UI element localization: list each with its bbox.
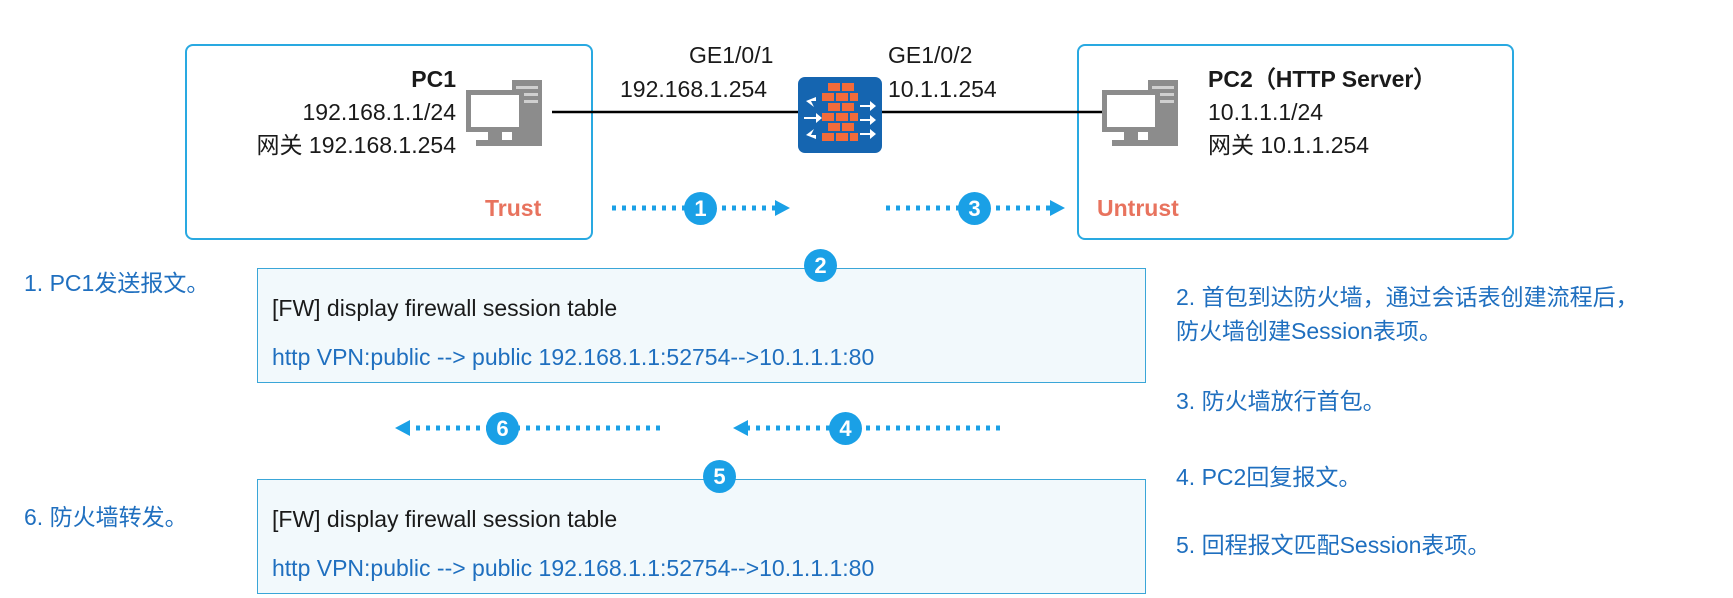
pc2-name: PC2（HTTP Server） bbox=[1208, 66, 1437, 92]
pc1-ip: 192.168.1.1/24 bbox=[302, 99, 456, 125]
trust-zone-label: Trust bbox=[485, 195, 542, 221]
arrow-1-head bbox=[775, 200, 790, 216]
port1-ip: 192.168.1.254 bbox=[620, 76, 768, 102]
session-table-box-2: [FW] display firewall session table http… bbox=[257, 479, 1146, 594]
step-marker-6: 6 bbox=[486, 412, 519, 445]
port1-name: GE1/0/1 bbox=[689, 42, 774, 68]
arrow-6-head bbox=[395, 420, 410, 436]
session-table-box-1: [FW] display firewall session table http… bbox=[257, 268, 1146, 383]
step-2-text-line1: 2. 首包到达防火墙，通过会话表创建流程后， bbox=[1176, 284, 1639, 310]
firewall-icon bbox=[798, 77, 882, 153]
step-marker-3: 3 bbox=[958, 192, 991, 225]
port2-name: GE1/0/2 bbox=[888, 42, 973, 68]
pc2-ip: 10.1.1.1/24 bbox=[1208, 99, 1324, 125]
step-marker-4: 4 bbox=[829, 412, 862, 445]
arrow-3-head bbox=[1050, 200, 1065, 216]
pc2-computer-icon bbox=[1102, 80, 1192, 150]
pc1-name: PC1 bbox=[411, 66, 456, 92]
step-5-text: 5. 回程报文匹配Session表项。 bbox=[1176, 532, 1491, 558]
port2-ip: 10.1.1.254 bbox=[888, 76, 997, 102]
session-entry-2: http VPN:public --> public 192.168.1.1:5… bbox=[272, 555, 875, 581]
pc1-gateway: 网关 192.168.1.254 bbox=[256, 132, 456, 158]
session-command-2: [FW] display firewall session table bbox=[272, 506, 618, 532]
arrow-4-head bbox=[733, 420, 748, 436]
step-3-text: 3. 防火墙放行首包。 bbox=[1176, 388, 1386, 414]
untrust-zone-label: Untrust bbox=[1097, 195, 1179, 221]
session-entry-1: http VPN:public --> public 192.168.1.1:5… bbox=[272, 344, 875, 370]
pc2-gateway: 网关 10.1.1.254 bbox=[1208, 132, 1370, 158]
step-marker-1: 1 bbox=[684, 192, 717, 225]
step-1-text: 1. PC1发送报文。 bbox=[24, 270, 210, 296]
pc1-computer-icon bbox=[466, 80, 556, 150]
step-marker-5: 5 bbox=[703, 460, 736, 493]
step-marker-2: 2 bbox=[804, 249, 837, 282]
session-command-1: [FW] display firewall session table bbox=[272, 295, 618, 321]
step-4-text: 4. PC2回复报文。 bbox=[1176, 464, 1362, 490]
step-2-text-line2: 防火墙创建Session表项。 bbox=[1176, 318, 1442, 344]
step-6-text: 6. 防火墙转发。 bbox=[24, 504, 188, 530]
